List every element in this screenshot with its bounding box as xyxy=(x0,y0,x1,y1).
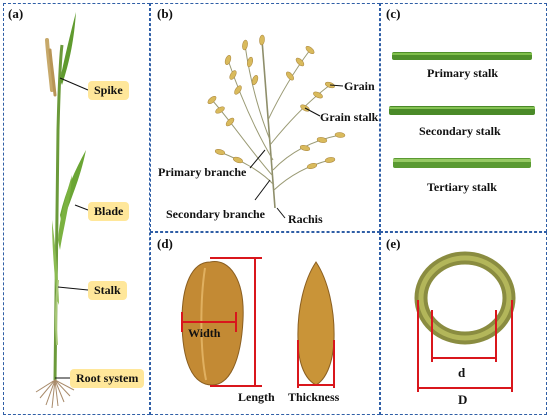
panel-e xyxy=(380,232,547,415)
label-secondary-branche: Secondary branche xyxy=(166,207,265,221)
callout-blade: Blade xyxy=(88,202,130,221)
label-thickness: Thickness xyxy=(288,390,340,404)
label-grain-stalk: Grain stalk xyxy=(320,110,379,124)
label-secondary-stalk: Secondary stalk xyxy=(419,124,501,138)
label-primary-stalk: Primary stalk xyxy=(427,66,498,80)
callout-spike: Spike xyxy=(88,81,129,100)
panel-c-label: (c) xyxy=(386,6,401,21)
rice-plant-illustration xyxy=(35,12,89,409)
panel-d-label: (d) xyxy=(157,236,173,251)
panel-b-label: (b) xyxy=(157,6,173,21)
label-grain: Grain xyxy=(344,79,375,93)
callout-stalk: Stalk xyxy=(88,281,127,300)
panel-c xyxy=(380,3,547,232)
panel-b xyxy=(150,3,380,232)
label-length: Length xyxy=(238,390,275,404)
label-width: Width xyxy=(188,326,221,340)
stalk-cross-section xyxy=(414,251,516,392)
label-rachis: Rachis xyxy=(288,212,323,226)
label-inner-diameter: d xyxy=(458,365,466,380)
panel-a xyxy=(3,3,150,415)
stalk-segments xyxy=(389,52,535,168)
label-tertiary-stalk: Tertiary stalk xyxy=(427,180,497,194)
label-outer-diameter: D xyxy=(458,392,468,407)
callout-root-system: Root system xyxy=(70,369,145,388)
panicle-illustration xyxy=(207,34,346,219)
panel-e-label: (e) xyxy=(386,236,401,251)
panel-d xyxy=(150,232,380,415)
panel-a-label: (a) xyxy=(8,6,24,21)
grain-dimensions xyxy=(181,257,335,388)
label-primary-branche: Primary branche xyxy=(158,165,247,179)
